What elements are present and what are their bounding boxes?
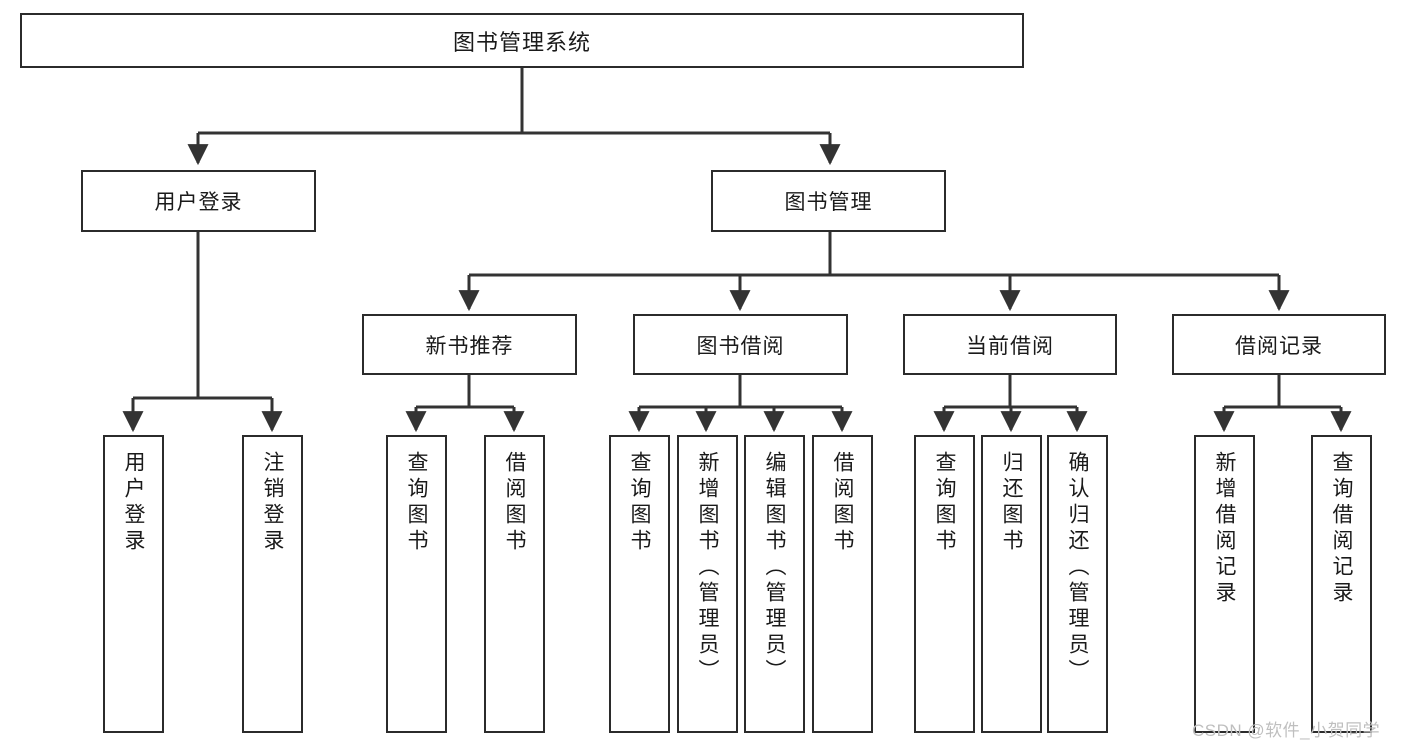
leaf-new-book-query[interactable]: 查询图书 [386, 435, 447, 733]
leaf-user-login-signout[interactable]: 注销登录 [242, 435, 303, 733]
leaf-borrow-query-book[interactable]: 查询图书 [609, 435, 670, 733]
leaf-current-return-book[interactable]: 归还图书 [981, 435, 1042, 733]
node-label: 借阅图书 [831, 451, 854, 555]
node-label: 查询图书 [933, 451, 956, 555]
node-label: 注销登录 [261, 451, 284, 555]
node-root-system[interactable]: 图书管理系统 [20, 13, 1024, 68]
leaf-current-confirm-return[interactable]: 确认归还（管理员） [1047, 435, 1108, 733]
node-label: 图书借阅 [696, 334, 785, 358]
node-label: 确认归还（管理员） [1066, 451, 1089, 685]
node-label: 用户登录 [122, 451, 145, 555]
node-label: 图书管理系统 [452, 29, 591, 55]
leaf-user-login-signin[interactable]: 用户登录 [103, 435, 164, 733]
csdn-watermark: CSDN @软件_小贺同学 [1192, 721, 1381, 740]
node-label: 借阅图书 [503, 451, 526, 555]
node-borrow-record[interactable]: 借阅记录 [1172, 314, 1386, 375]
node-current-borrow[interactable]: 当前借阅 [903, 314, 1117, 375]
node-label: 当前借阅 [966, 334, 1054, 358]
leaf-record-add[interactable]: 新增借阅记录 [1194, 435, 1255, 733]
leaf-record-query[interactable]: 查询借阅记录 [1311, 435, 1372, 733]
node-label: 新书推荐 [425, 334, 514, 358]
node-user-login[interactable]: 用户登录 [81, 170, 316, 232]
leaf-new-book-borrow[interactable]: 借阅图书 [484, 435, 545, 733]
node-label: 查询图书 [405, 451, 428, 555]
node-label: 用户登录 [154, 191, 243, 214]
node-label: 查询图书 [628, 451, 651, 555]
node-label: 图书管理 [784, 191, 873, 214]
leaf-current-query-book[interactable]: 查询图书 [914, 435, 975, 733]
node-new-book-recommend[interactable]: 新书推荐 [362, 314, 577, 375]
node-book-borrow[interactable]: 图书借阅 [633, 314, 848, 375]
node-label: 查询借阅记录 [1330, 451, 1353, 607]
leaf-borrow-lend-book[interactable]: 借阅图书 [812, 435, 873, 733]
node-label: 新增图书（管理员） [696, 451, 719, 685]
node-label: 归还图书 [1000, 451, 1023, 555]
leaf-borrow-add-book[interactable]: 新增图书（管理员） [677, 435, 738, 733]
node-label: 借阅记录 [1235, 334, 1323, 358]
leaf-borrow-edit-book[interactable]: 编辑图书（管理员） [744, 435, 805, 733]
node-book-management[interactable]: 图书管理 [711, 170, 946, 232]
node-label: 编辑图书（管理员） [763, 451, 786, 685]
node-label: 新增借阅记录 [1213, 451, 1236, 607]
